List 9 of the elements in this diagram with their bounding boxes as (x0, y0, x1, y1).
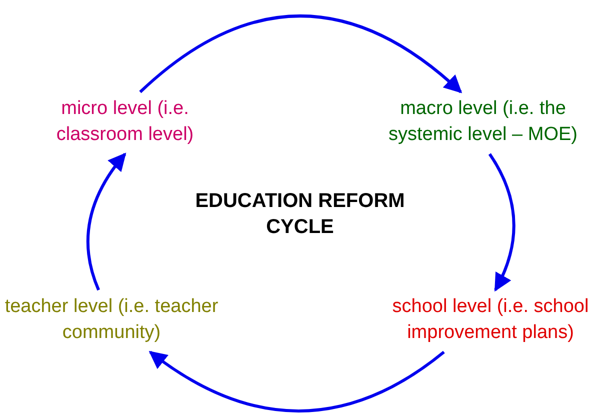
cycle-arrow (86, 152, 126, 291)
level-label: micro level (i.e. classroom level) (30, 96, 220, 148)
cycle-arrow (148, 350, 445, 412)
level-label: teacher level (i.e. teacher community) (4, 294, 219, 346)
cycle-arrow (139, 14, 462, 94)
diagram-title: EDUCATION REFORM CYCLE (194, 189, 406, 240)
level-label: macro level (i.e. the systemic level – MOE) (372, 96, 594, 148)
cycle-arrow (488, 153, 516, 292)
level-label: school level (i.e. school improvement plans) (368, 294, 613, 346)
